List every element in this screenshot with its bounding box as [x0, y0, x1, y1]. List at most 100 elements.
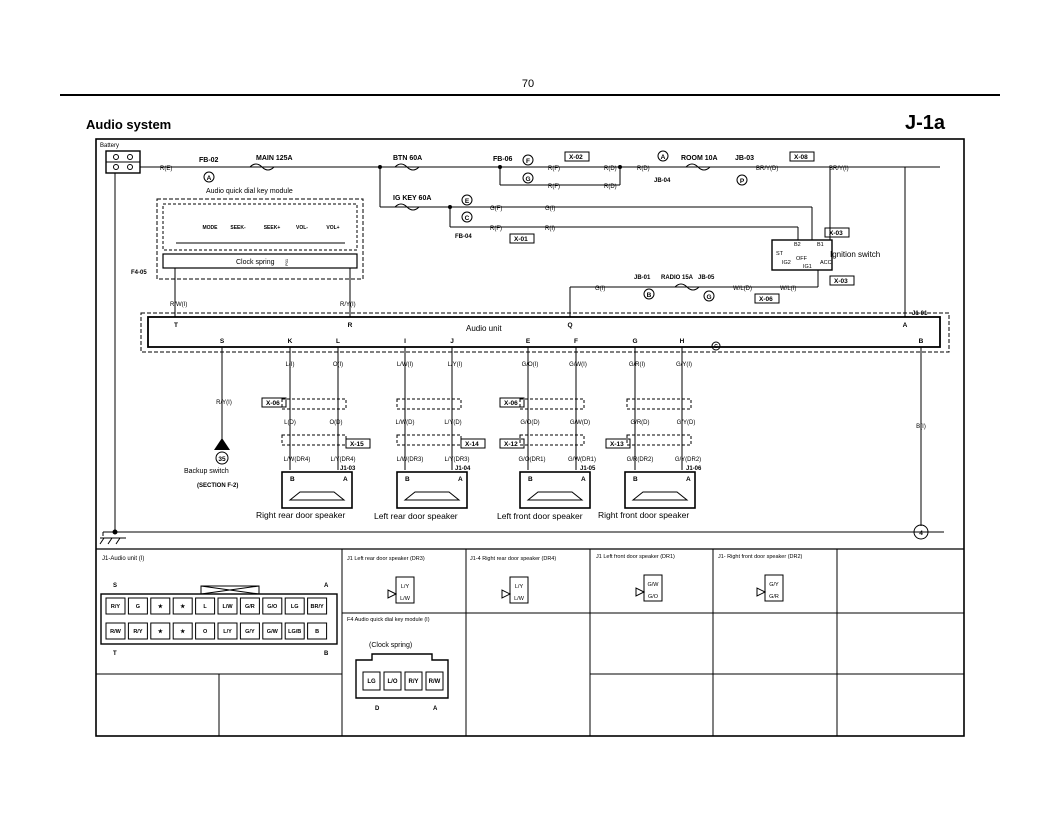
wire-lw-dr4: L/W(DR4) — [284, 457, 311, 463]
audio-top-pin-label: ★ — [180, 603, 186, 610]
wire-gw-dr1: G/W(DR1) — [568, 457, 596, 463]
rr-connector — [509, 576, 529, 604]
wire-r-i: R(I) — [545, 226, 555, 232]
audio-bottom-cell — [284, 622, 305, 640]
audio-top-pin-label: L/W — [222, 604, 233, 610]
audio-bottom-cell — [307, 622, 328, 640]
lf-connector — [643, 574, 663, 602]
legend-lr-pin-1: L/Y — [401, 584, 410, 590]
pin-a: A — [903, 322, 908, 329]
audio-unit-box — [147, 316, 941, 348]
backup-section: (SECTION F-2) — [197, 483, 238, 489]
audio-top-cell — [217, 597, 238, 615]
wire-gy-dr2: G/Y(DR2) — [675, 457, 701, 463]
wire-b-i: B(I) — [916, 424, 926, 430]
audio-bottom-pin-label: ★ — [180, 628, 186, 635]
ignition-switch — [771, 239, 833, 271]
audio-bottom-cell — [239, 622, 260, 640]
quick-dial-title: Audio quick dial key module — [206, 188, 293, 195]
audio-top-pin-label: BR/Y — [311, 604, 324, 610]
conn-x06-b: X-06 — [504, 400, 518, 407]
legend-lr-title: J1 Left rear door speaker (DR3) — [347, 556, 425, 562]
audio-bottom-cell — [105, 622, 126, 640]
switch-vol-plus: VOL+ — [326, 225, 339, 231]
wire-ly-dr4: L/Y(DR4) — [330, 457, 355, 463]
conn-x12: X-12 — [504, 441, 518, 448]
conn-x08: X-08 — [794, 154, 808, 161]
wire-r-f-3: R(F) — [490, 226, 502, 232]
audio-bottom-pin-label: B — [315, 629, 319, 635]
audio-bottom-cell — [127, 622, 148, 640]
conn-x14: X-14 — [465, 441, 479, 448]
speaker-left-rear — [396, 471, 468, 509]
legend-rf-pin-1: G/Y — [769, 582, 779, 588]
circle-g-2: G — [706, 294, 711, 301]
audio-top-pin-label: G — [136, 604, 140, 610]
main-fuse-label: MAIN 125A — [256, 155, 293, 162]
legend-lf-pin-1: G/W — [648, 582, 660, 588]
radio-fuse — [674, 283, 700, 291]
legend-lf-pin-2: G/O — [648, 594, 659, 600]
audio-top-cell — [127, 597, 148, 615]
conn-x13: X-13 — [610, 441, 624, 448]
legend-f4-d: D — [375, 706, 380, 712]
speaker-right-front — [624, 471, 696, 509]
pin-r: R — [348, 322, 353, 329]
wire-gy-i: G/Y(I) — [676, 362, 692, 368]
fb06-label: FB-06 — [493, 156, 513, 163]
wire-bry-i: BR/Y(I) — [829, 166, 849, 172]
conn-x06-a: X-06 — [266, 400, 280, 407]
circle-a-1: A — [207, 175, 212, 182]
lf-pin-b: B — [528, 476, 533, 483]
wire-g-i: G(I) — [595, 286, 605, 292]
legend-lf-title: J1 Left front door speaker (DR1) — [596, 554, 675, 560]
room-fuse — [685, 163, 711, 171]
wire-bry-d: BR/Y(D) — [756, 166, 778, 172]
pin-i: I — [404, 338, 406, 345]
lr-connector — [395, 576, 415, 604]
lr-pin-b: B — [405, 476, 410, 483]
pin-f: F — [574, 338, 578, 345]
f4-pin-label: R/W — [429, 679, 441, 685]
audio-top-pin-label: G/O — [267, 604, 278, 610]
circle-c-1: C — [465, 215, 470, 222]
lf-pin-a: A — [581, 476, 586, 483]
lf-speaker-name: Left front door speaker — [497, 511, 583, 521]
conn-x03-bottom: X-03 — [834, 278, 848, 285]
btn-fuse — [394, 163, 420, 171]
legend-corner-a: A — [324, 583, 329, 589]
audio-bottom-pin-label: G/W — [267, 629, 279, 635]
legend-rr-title: J1-4 Right rear door speaker (DR4) — [470, 556, 556, 562]
wire-lw-dr3: L/W(DR3) — [397, 457, 424, 463]
audio-bottom-cell — [195, 622, 216, 640]
legend-audio-title: J1-Audio unit (I) — [102, 556, 144, 562]
audio-bottom-cell — [217, 622, 238, 640]
pin-t: T — [174, 322, 178, 329]
conn-x15: X-15 — [350, 441, 364, 448]
pin-k: K — [288, 338, 293, 345]
legend-rr-pin-1: L/Y — [515, 584, 524, 590]
wire-r-d-1: R(D) — [604, 166, 617, 172]
rf-pin-b: B — [633, 476, 638, 483]
f4-pin-label: L/O — [388, 679, 398, 685]
pin-j: J — [450, 338, 454, 345]
backup-switch-label: Backup switch — [184, 468, 229, 475]
pin-l: L — [336, 338, 340, 345]
ig-fuse-label: IG KEY 60A — [393, 195, 431, 202]
pin-q: Q — [567, 322, 572, 329]
switch-seek-plus: SEEK+ — [264, 225, 281, 231]
wire-r-e: R(E) — [160, 166, 172, 172]
wire-o-i: O(I) — [333, 362, 343, 368]
header-rule — [60, 94, 1000, 96]
audio-top-cell — [239, 597, 260, 615]
wire-ry-i: R/Y(I) — [216, 400, 232, 406]
audio-top-cell — [307, 597, 328, 615]
conn-j104: J1-04 — [455, 466, 471, 472]
wire-go-i: G/O(I) — [522, 362, 539, 368]
jb05-label: JB-05 — [698, 275, 715, 281]
wire-go-dr1: G/O(DR1) — [519, 457, 546, 463]
rf-pin-a: A — [686, 476, 691, 483]
speaker-right-rear — [281, 471, 353, 509]
wire-ry-i-top: R/Y(I) — [340, 302, 356, 308]
switch-mode: MODE — [203, 225, 219, 231]
